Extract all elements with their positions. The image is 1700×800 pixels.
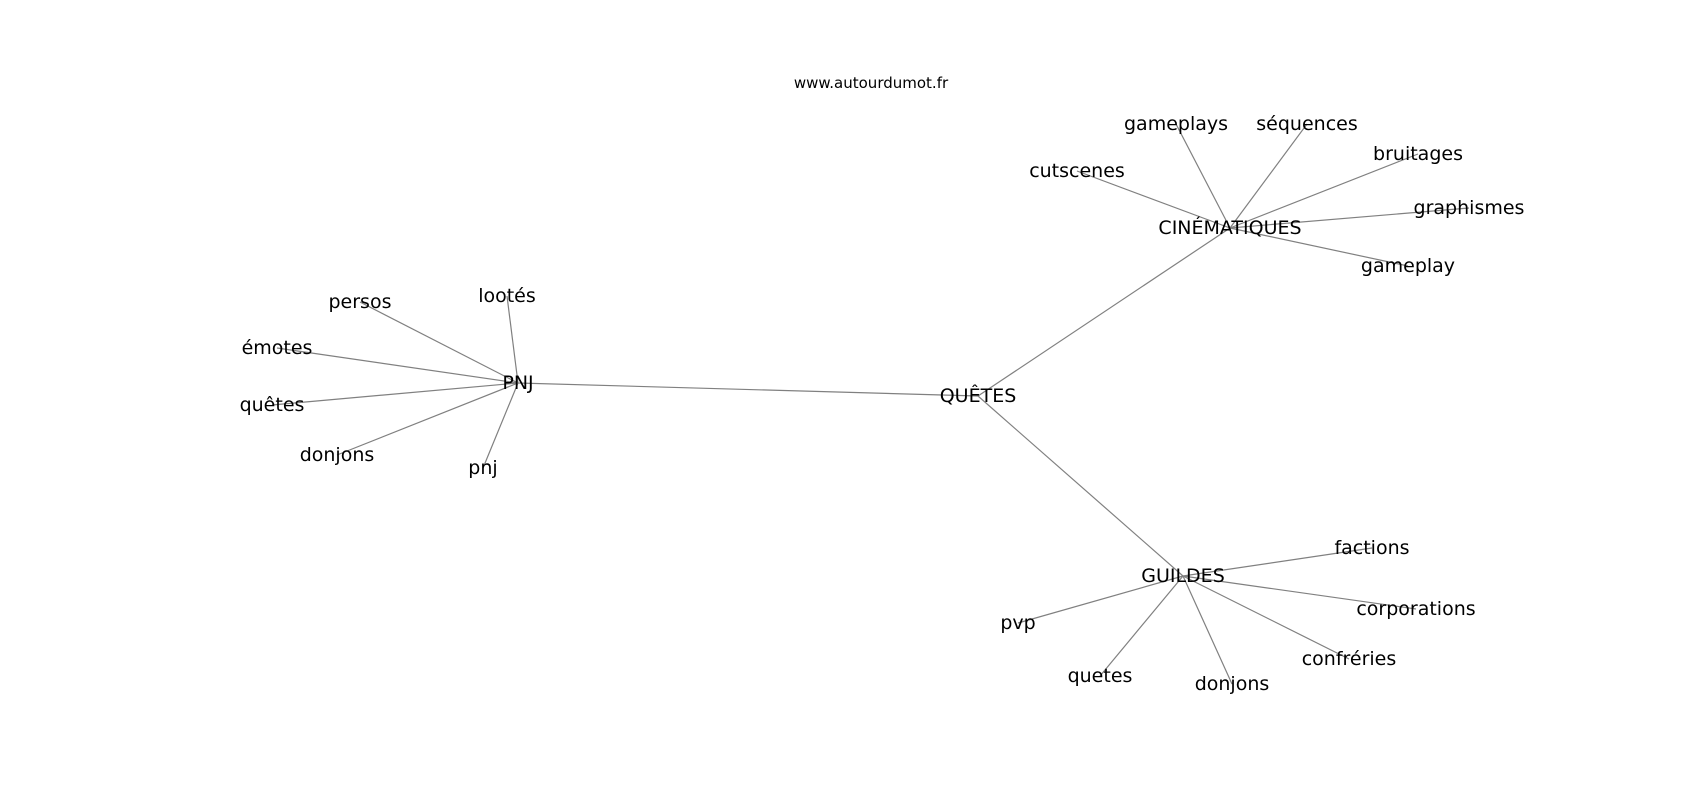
edge-branch-leaf <box>1229 227 1409 267</box>
edge-branch-leaf <box>1182 575 1417 610</box>
edge-root-branch <box>977 227 1231 397</box>
edge-branch-leaf <box>1017 575 1184 624</box>
leaf-node: gameplay <box>1361 255 1455 277</box>
leaf-node: quêtes <box>240 394 305 416</box>
leaf-node: donjons <box>1195 673 1270 695</box>
leaf-node: donjons <box>300 444 375 466</box>
edge-branch-leaf <box>1175 123 1231 229</box>
leaf-node: émotes <box>242 337 313 359</box>
leaf-node: confréries <box>1302 648 1397 670</box>
edge-branch-leaf <box>1229 153 1419 229</box>
graph-nodes: QUÊTES CINÉMATIQUES cutscenes gameplays séqu… <box>240 113 1525 695</box>
edge-branch-leaf <box>1182 575 1233 685</box>
edge-branch-leaf <box>506 295 519 384</box>
leaf-node: gameplays <box>1124 113 1228 135</box>
edge-branch-leaf <box>336 382 519 456</box>
leaf-node: corporations <box>1356 598 1475 620</box>
leaf-node: factions <box>1334 537 1409 559</box>
leaf-node: persos <box>329 291 392 313</box>
leaf-node: quetes <box>1068 665 1133 687</box>
root-node: QUÊTES <box>940 384 1017 407</box>
leaf-node: pvp <box>1000 612 1035 634</box>
edge-branch-leaf <box>276 347 519 384</box>
leaf-node: graphismes <box>1414 197 1525 219</box>
leaf-node: bruitages <box>1373 143 1463 165</box>
edge-branch-leaf <box>1182 575 1350 660</box>
source-url: www.autourdumot.fr <box>794 74 949 92</box>
branch-node: GUILDES <box>1141 565 1225 587</box>
leaf-node: cutscenes <box>1029 160 1125 182</box>
edge-branch-leaf <box>482 382 519 469</box>
edge-branch-leaf <box>1229 207 1470 229</box>
edge-branch-leaf <box>271 382 519 406</box>
branch-node: PNJ <box>502 372 533 394</box>
branch-node: CINÉMATIQUES <box>1158 216 1301 239</box>
graph-edges <box>271 123 1470 685</box>
leaf-node: séquences <box>1256 113 1357 135</box>
edge-branch-leaf <box>1229 123 1308 229</box>
edge-branch-leaf <box>1099 575 1184 677</box>
leaf-node: lootés <box>478 285 536 307</box>
edge-branch-leaf <box>1182 547 1373 577</box>
edge-branch-leaf <box>1076 170 1231 229</box>
edge-root-branch <box>977 395 1184 577</box>
edge-root-branch <box>517 382 979 397</box>
edge-branch-leaf <box>359 301 519 384</box>
leaf-node: pnj <box>468 457 497 479</box>
